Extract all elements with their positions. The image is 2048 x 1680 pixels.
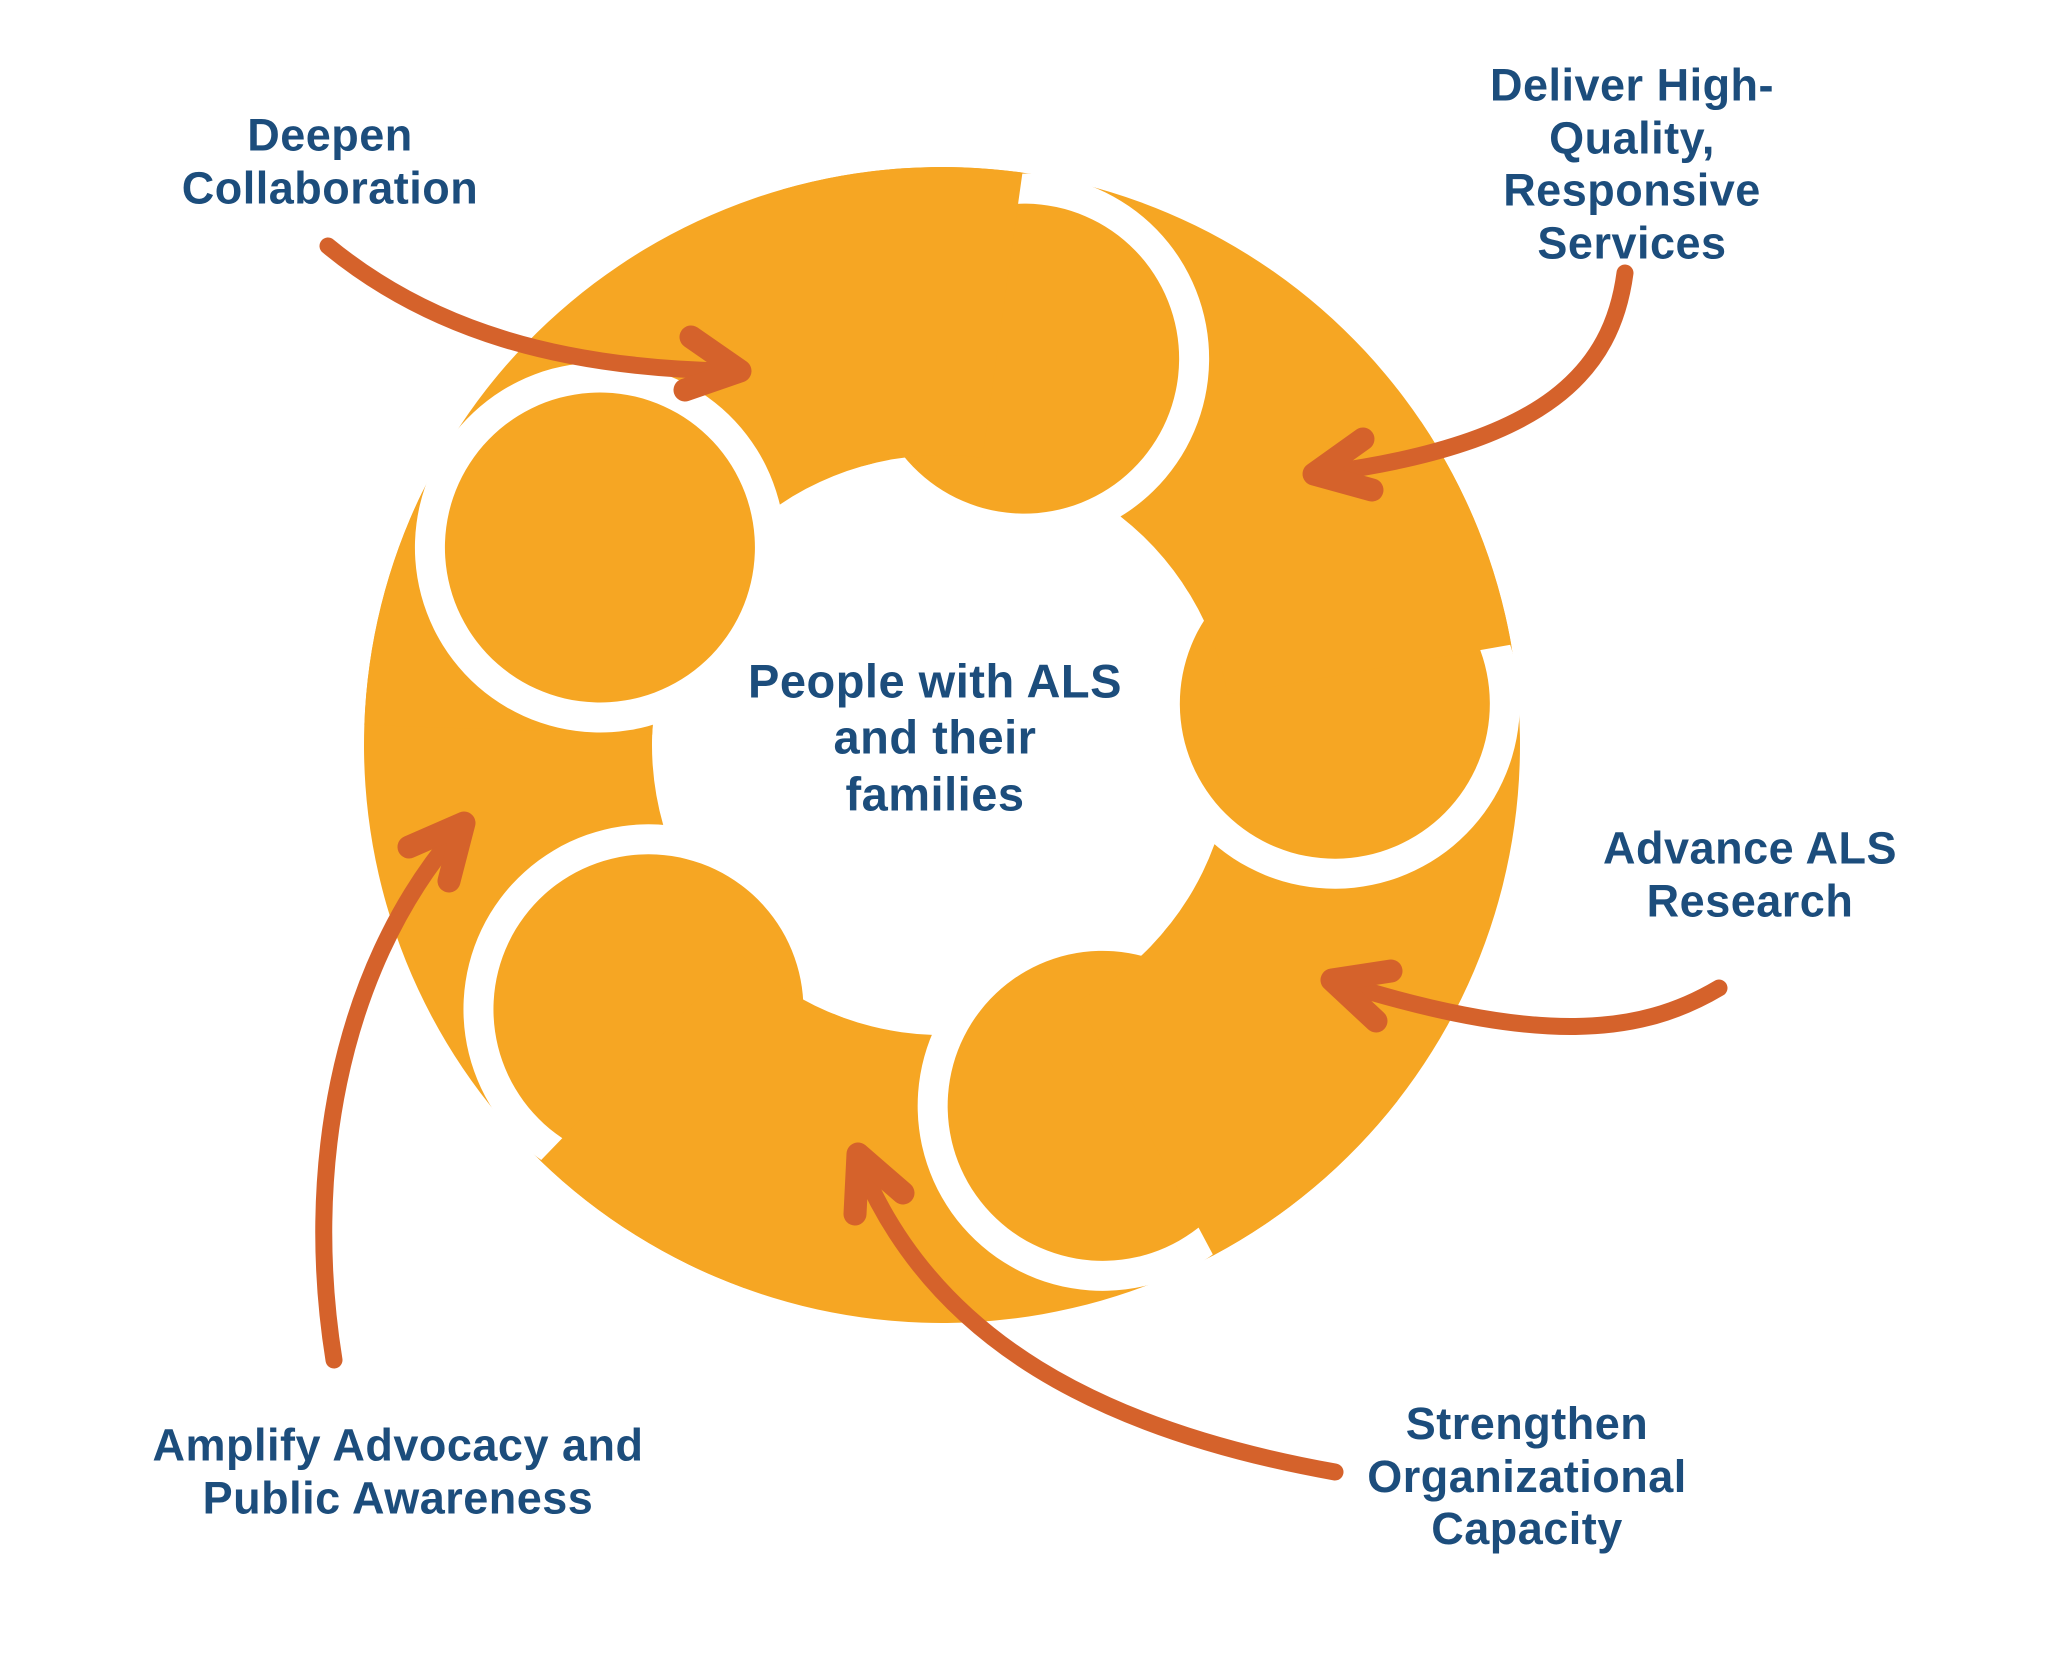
cycle-ring — [364, 166, 1520, 1323]
arrow-deliver-services — [1302, 264, 1634, 502]
arrow-head-icon — [843, 1142, 915, 1226]
arrow-shaft — [1317, 264, 1634, 482]
ring-segment-left-head-overlay — [414, 362, 785, 733]
label-deepen-collaboration: Deepen Collaboration — [181, 109, 479, 213]
arrow-deepen-collaboration — [319, 237, 752, 402]
label-amplify-advocacy: Amplify Advocacy and Public Awareness — [152, 1419, 644, 1523]
label-deliver-services: Deliver High-Quality, Responsive Service… — [1489, 59, 1775, 269]
arrow-shaft — [315, 824, 465, 1369]
arrow-head-icon — [1302, 427, 1384, 502]
arrow-head-icon — [673, 325, 752, 402]
arrow-advance-research — [1320, 959, 1728, 1035]
label-strengthen-capacity: Strengthen Organizational Capacity — [1367, 1398, 1687, 1555]
arrows-layer — [315, 237, 1728, 1481]
arrow-amplify-advocacy — [315, 811, 476, 1369]
arrow-shaft — [853, 1159, 1344, 1481]
segment-head — [444, 392, 755, 703]
arrow-head-icon — [397, 811, 476, 893]
center-label-people-with-als: People with ALS and their families — [748, 654, 1122, 821]
arrow-shaft — [1335, 975, 1728, 1035]
label-advance-research: Advance ALS Research — [1603, 822, 1897, 926]
arrow-shaft — [319, 237, 737, 380]
arrow-strengthen-capacity — [843, 1142, 1344, 1481]
arrow-head-icon — [1320, 959, 1403, 1033]
